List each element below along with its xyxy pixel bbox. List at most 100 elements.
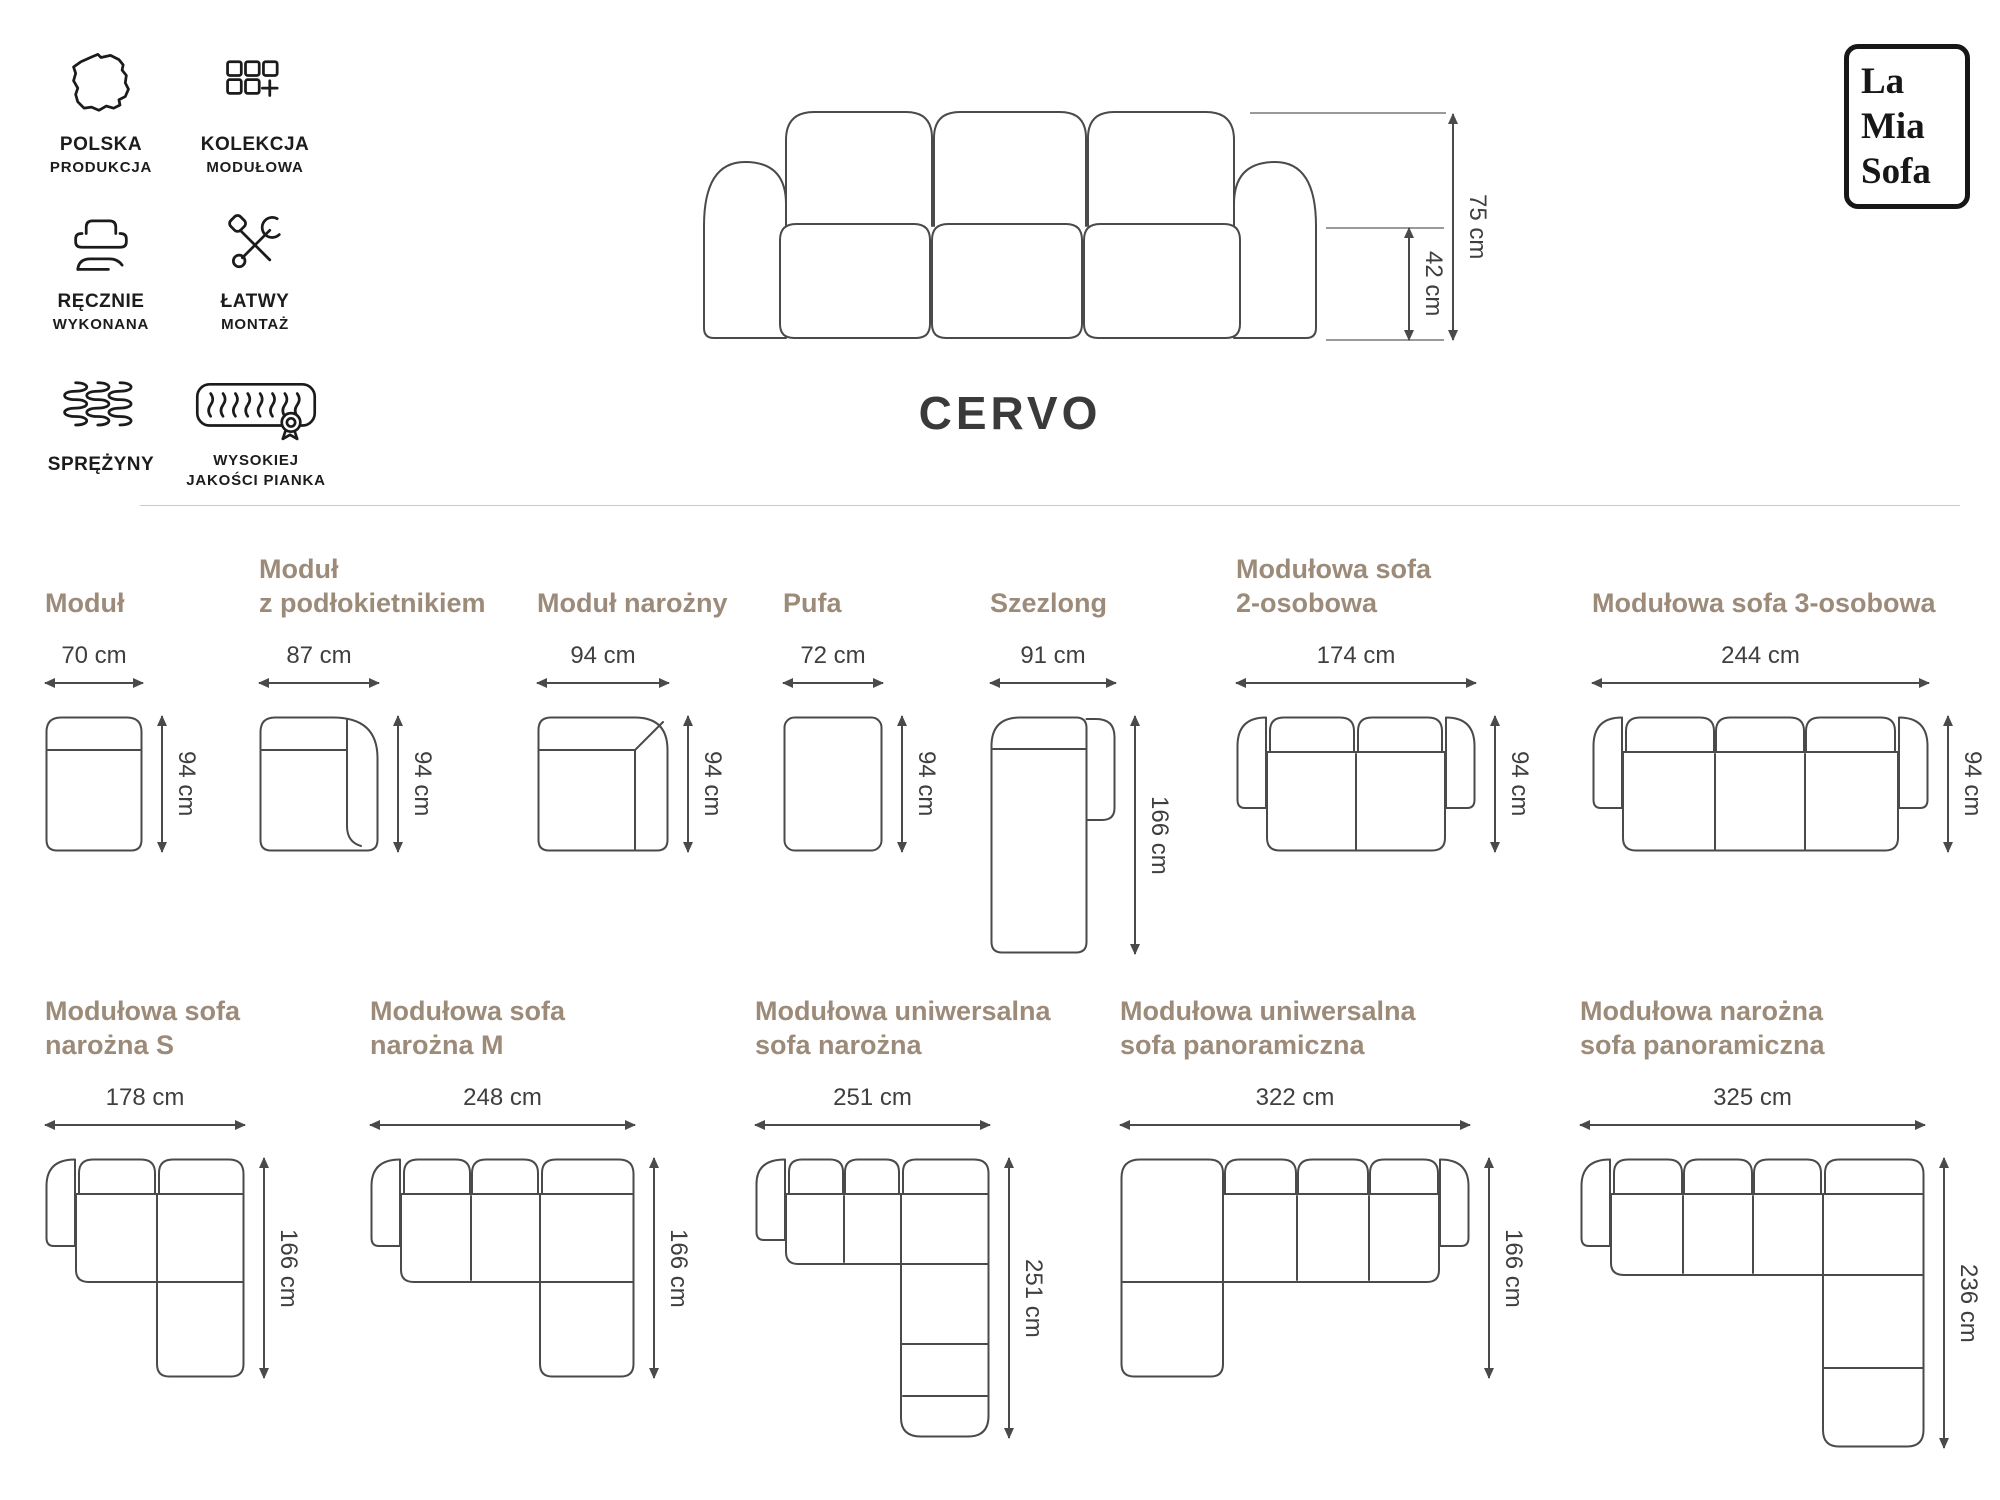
tools-icon bbox=[182, 205, 328, 281]
depth-dimension: 166 cm bbox=[1484, 1157, 1527, 1379]
poland-map-icon bbox=[36, 48, 166, 124]
feature-latwy-montaz: ŁATWY MONTAŻ bbox=[182, 205, 328, 333]
width-dimension: 178 cm bbox=[44, 1084, 246, 1130]
module-title-line2: z podłokietnikiem bbox=[259, 588, 486, 618]
module-card-sofa-3-osobowa: Modułowa sofa 3-osobowa 244 cm 94 cm bbox=[1591, 548, 1986, 853]
feature-sublabel: PRODUKCJA bbox=[49, 159, 153, 176]
width-dimension: 72 cm bbox=[782, 642, 884, 688]
dimension-arrow bbox=[1235, 678, 1477, 688]
total-height-label: 75 cm bbox=[1464, 194, 1491, 260]
seat-height-dimension: 42 cm bbox=[1404, 227, 1447, 341]
dimension-extension-line bbox=[1326, 339, 1444, 341]
dimension-arrow bbox=[1404, 227, 1414, 341]
dimension-arrow bbox=[1130, 715, 1140, 955]
module-title-line2: 2-osobowa bbox=[1236, 588, 1378, 618]
feature-label: ŁATWY bbox=[220, 291, 290, 312]
module-title: Modułowa sofa bbox=[1236, 554, 1431, 584]
feature-sublabel: MODUŁOWA bbox=[206, 159, 304, 176]
module-card-uniwersalna-sofa-panoramiczna: Modułowa uniwersalna sofa panoramiczna 3… bbox=[1119, 990, 1527, 1379]
module-top-view bbox=[370, 1158, 635, 1378]
feature-sprezyny: SPRĘŻYNY bbox=[36, 368, 166, 476]
feature-label: POLSKA bbox=[59, 134, 143, 155]
module-title: Modułowa uniwersalna bbox=[755, 996, 1051, 1026]
dimension-arrow bbox=[44, 678, 144, 688]
feature-label: SPRĘŻYNY bbox=[47, 454, 155, 475]
module-title: Pufa bbox=[783, 588, 842, 618]
dimension-arrow bbox=[1939, 1157, 1949, 1449]
module-title-line2: narożna S bbox=[45, 1030, 175, 1060]
depth-dimension: 236 cm bbox=[1939, 1157, 1982, 1449]
dimension-extension-line bbox=[1250, 112, 1446, 114]
module-card-modul-z-podlokietnikiem: Moduł z podłokietnikiem 87 cm 94 cm bbox=[258, 548, 486, 853]
module-card-modul-narozny: Moduł narożny 94 cm 94 cm bbox=[536, 548, 728, 853]
total-height-dimension: 75 cm bbox=[1448, 113, 1491, 341]
module-title-line2: sofa panoramiczna bbox=[1120, 1030, 1365, 1060]
depth-dimension: 94 cm bbox=[1943, 715, 1986, 853]
width-dimension: 251 cm bbox=[754, 1084, 991, 1130]
module-top-view bbox=[45, 1158, 245, 1378]
depth-dimension: 94 cm bbox=[393, 715, 436, 853]
module-card-sofa-2-osobowa: Modułowa sofa 2-osobowa 174 cm 94 cm bbox=[1235, 548, 1533, 853]
dimension-arrow bbox=[782, 678, 884, 688]
width-dimension: 174 cm bbox=[1235, 642, 1477, 688]
width-dimension: 322 cm bbox=[1119, 1084, 1471, 1130]
module-title-line2: narożna M bbox=[370, 1030, 504, 1060]
feature-recznie-wykonana: RĘCZNIE WYKONANA bbox=[36, 205, 166, 333]
module-title: Modułowa narożna bbox=[1580, 996, 1823, 1026]
depth-dimension: 166 cm bbox=[649, 1157, 692, 1379]
module-top-view bbox=[1236, 716, 1476, 852]
depth-dimension: 166 cm bbox=[1130, 715, 1173, 955]
dimension-arrow bbox=[536, 678, 670, 688]
brand-line-2: Mia bbox=[1861, 106, 1925, 147]
dimension-arrow bbox=[1591, 678, 1930, 688]
handmade-icon bbox=[36, 205, 166, 281]
depth-dimension: 94 cm bbox=[157, 715, 200, 853]
module-top-view bbox=[990, 716, 1116, 954]
page-title: CERVO bbox=[918, 387, 1102, 439]
dimension-extension-line bbox=[1326, 227, 1444, 229]
dimension-arrow bbox=[369, 1120, 636, 1130]
module-card-sofa-narozna-s: Modułowa sofa narożna S 178 cm 166 cm bbox=[44, 990, 302, 1379]
module-top-view bbox=[783, 716, 883, 852]
module-card-uniwersalna-sofa-narozna: Modułowa uniwersalna sofa narożna 251 cm… bbox=[754, 990, 1051, 1439]
foam-mattress-icon bbox=[170, 374, 342, 442]
dimension-arrow bbox=[754, 1120, 991, 1130]
dimension-arrow bbox=[897, 715, 907, 853]
feature-kolekcja-modulowa: KOLEKCJA MODUŁOWA bbox=[182, 48, 328, 176]
module-title: Modułowa uniwersalna bbox=[1120, 996, 1416, 1026]
module-top-view bbox=[755, 1158, 990, 1438]
feature-label: KOLEKCJA bbox=[200, 134, 310, 155]
module-title: Szezlong bbox=[990, 588, 1108, 618]
module-card-narozna-sofa-panoramiczna: Modułowa narożna sofa panoramiczna 325 c… bbox=[1579, 990, 1982, 1449]
module-title-line2: sofa panoramiczna bbox=[1580, 1030, 1825, 1060]
dimension-arrow bbox=[258, 678, 380, 688]
dimension-arrow bbox=[1004, 1157, 1014, 1439]
module-top-view bbox=[45, 716, 143, 852]
feature-wysokiej-jakosci-pianka: WYSOKIEJ JAKOŚCI PIANKA bbox=[170, 368, 342, 489]
brand-logo: La Mia Sofa bbox=[1844, 44, 1970, 209]
module-card-szezlong: Szezlong 91 cm 166 cm bbox=[989, 548, 1173, 955]
hero-sofa-front-view bbox=[703, 111, 1317, 339]
feature-polska-produkcja: POLSKA PRODUKCJA bbox=[36, 48, 166, 176]
module-title-line2: sofa narożna bbox=[755, 1030, 922, 1060]
dimension-arrow bbox=[393, 715, 403, 853]
dimension-arrow bbox=[683, 715, 693, 853]
module-top-view bbox=[1592, 716, 1929, 852]
dimension-arrow bbox=[44, 1120, 246, 1130]
feature-sublabel: WYKONANA bbox=[52, 316, 150, 333]
module-title: Modułowa sofa 3-osobowa bbox=[1592, 588, 1936, 618]
module-top-view bbox=[259, 716, 379, 852]
dimension-arrow bbox=[1579, 1120, 1926, 1130]
module-top-view bbox=[537, 716, 669, 852]
width-dimension: 248 cm bbox=[369, 1084, 636, 1130]
width-dimension: 325 cm bbox=[1579, 1084, 1926, 1130]
brand-line-1: La bbox=[1861, 61, 1905, 102]
depth-dimension: 94 cm bbox=[897, 715, 940, 853]
dimension-arrow bbox=[1448, 113, 1458, 341]
module-title: Modułowa sofa bbox=[45, 996, 240, 1026]
feature-label: WYSOKIEJ bbox=[213, 452, 299, 469]
module-title: Moduł bbox=[45, 588, 125, 618]
depth-dimension: 94 cm bbox=[683, 715, 726, 853]
dimension-arrow bbox=[1119, 1120, 1471, 1130]
module-title: Moduł bbox=[259, 554, 339, 584]
